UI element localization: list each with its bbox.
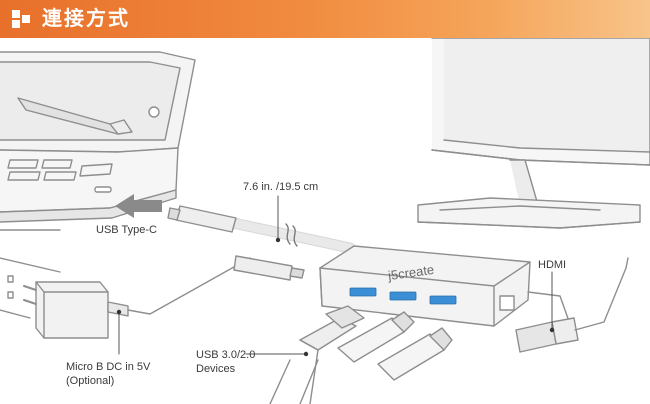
usb-port-1 <box>349 287 377 297</box>
cable-length-label: 7.6 in. /19.5 cm <box>243 181 319 193</box>
usb-hub <box>319 245 531 327</box>
usb-devices-label-line2: Devices <box>196 363 236 375</box>
usb-type-c-label: USB Type-C <box>96 224 157 236</box>
usb-flash-drives <box>269 305 453 404</box>
monitor-illustration <box>417 38 650 229</box>
header-bar: 連接方式 <box>0 0 650 38</box>
usb-port-2 <box>389 291 417 301</box>
page-title: 連接方式 <box>42 8 130 30</box>
hdmi-label: HDMI <box>538 259 567 271</box>
hdmi-cable <box>515 257 629 353</box>
arrow-icon <box>115 194 162 218</box>
usb-ports <box>349 287 457 305</box>
diagram-illustration <box>0 38 650 404</box>
laptop-illustration <box>0 51 196 231</box>
power-adapter <box>0 255 305 339</box>
micro-b-label-line1: Micro B DC in 5V <box>66 361 151 373</box>
puzzle-icon <box>12 10 30 28</box>
micro-b-label-line2: (Optional) <box>66 375 115 387</box>
usb-port-3 <box>429 295 457 305</box>
usb-c-cable <box>167 205 356 254</box>
usb-devices-label-line1: USB 3.0/2.0 <box>196 349 256 361</box>
connection-diagram: j5create 7.6 in. /19.5 cm USB Type-C HDM… <box>0 38 650 404</box>
